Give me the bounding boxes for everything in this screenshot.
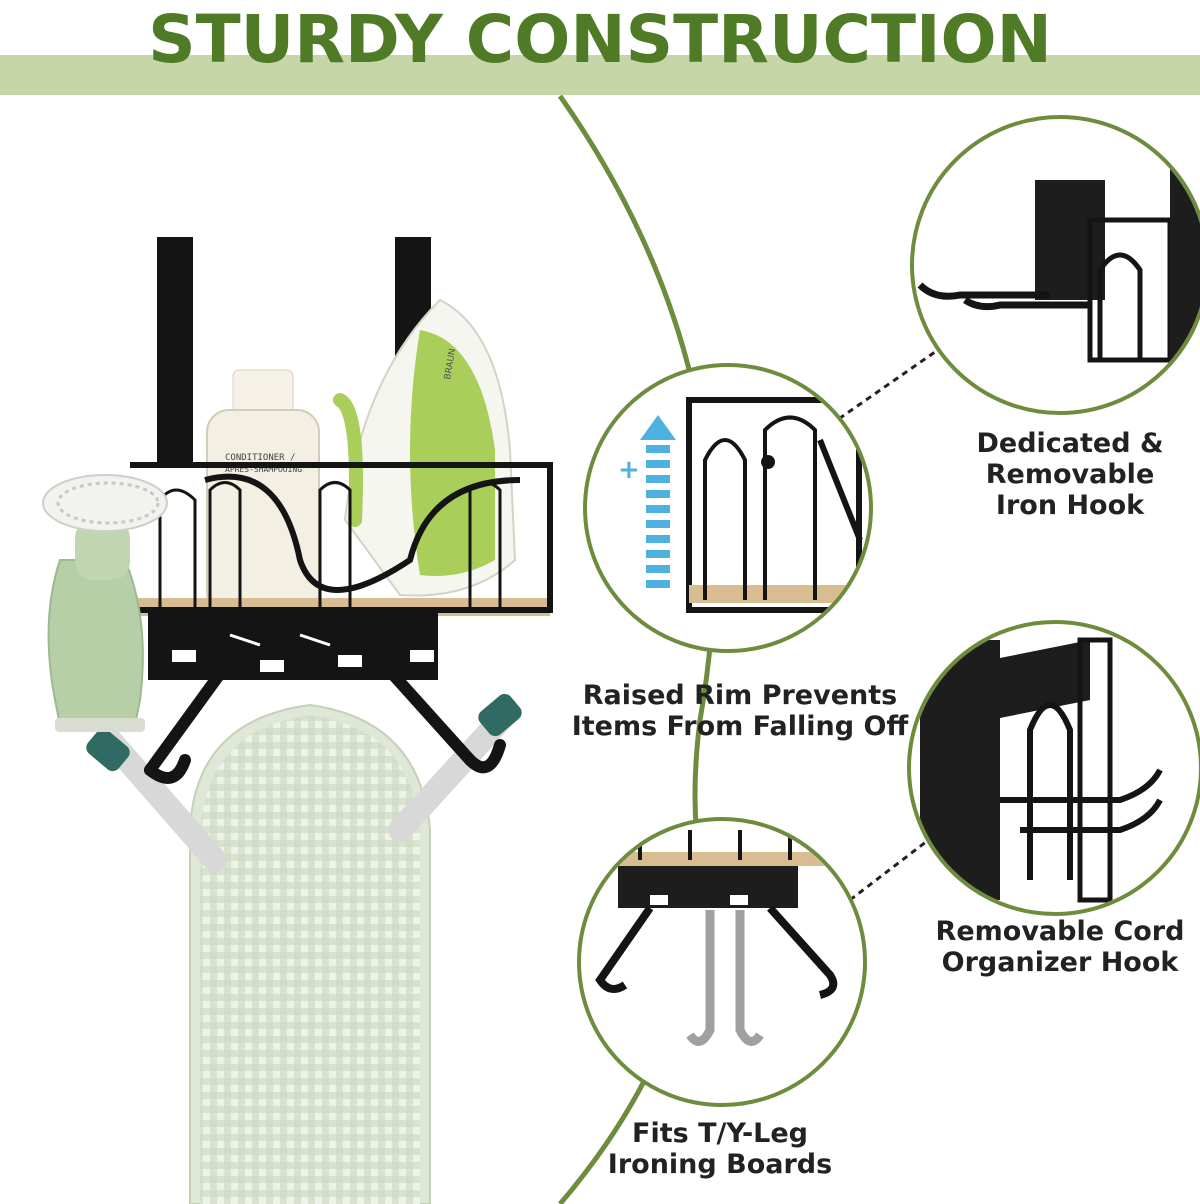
page-title: STURDY CONSTRUCTION — [148, 1, 1052, 78]
caption-iron-hook-line1: Dedicated & — [976, 428, 1164, 459]
caption-iron-hook: Dedicated & Removable Iron Hook — [960, 428, 1180, 521]
caption-iron-hook-line2: Removable — [985, 459, 1155, 490]
leader-line-cord-hook — [849, 833, 936, 902]
ironing-board — [189, 703, 431, 1204]
detail-circle-iron-hook — [910, 115, 1200, 415]
caption-cord-hook-line2: Organizer Hook — [941, 947, 1179, 978]
caption-iron-hook-line3: Iron Hook — [995, 490, 1145, 521]
handheld-steamer — [42, 474, 168, 732]
board-legs — [86, 693, 522, 872]
leader-line-iron-hook — [829, 343, 946, 427]
bottle-label-2: APRES-SHAMPOOING — [225, 465, 302, 474]
caption-raised-rim-line2: Items From Falling Off — [571, 711, 909, 742]
bottle-label-1: CONDITIONER / — [225, 453, 295, 463]
detail-circle-leg-fit — [577, 817, 867, 1107]
detail-circle-cord-hook — [907, 620, 1200, 916]
steam-iron: BRAUN — [333, 298, 517, 597]
caption-raised-rim: Raised Rim Prevents Items From Falling O… — [560, 680, 920, 742]
rack-basket — [130, 462, 553, 680]
arrow-up-icon — [640, 415, 676, 588]
caption-fits-boards: Fits T/Y-Leg Ironing Boards — [595, 1118, 845, 1180]
caption-cord-hook-line1: Removable Cord — [935, 916, 1185, 947]
caption-cord-hook: Removable Cord Organizer Hook — [925, 916, 1195, 978]
conditioner-bottle: CONDITIONER / APRES-SHAMPOOING — [206, 369, 320, 616]
plus-icon: + — [618, 455, 640, 485]
caption-raised-rim-line1: Raised Rim Prevents — [582, 680, 898, 711]
caption-fits-line1: Fits T/Y-Leg — [632, 1118, 808, 1149]
detail-circle-raised-rim: + — [583, 363, 873, 653]
caption-fits-line2: Ironing Boards — [607, 1149, 833, 1180]
title-band — [0, 55, 1200, 95]
